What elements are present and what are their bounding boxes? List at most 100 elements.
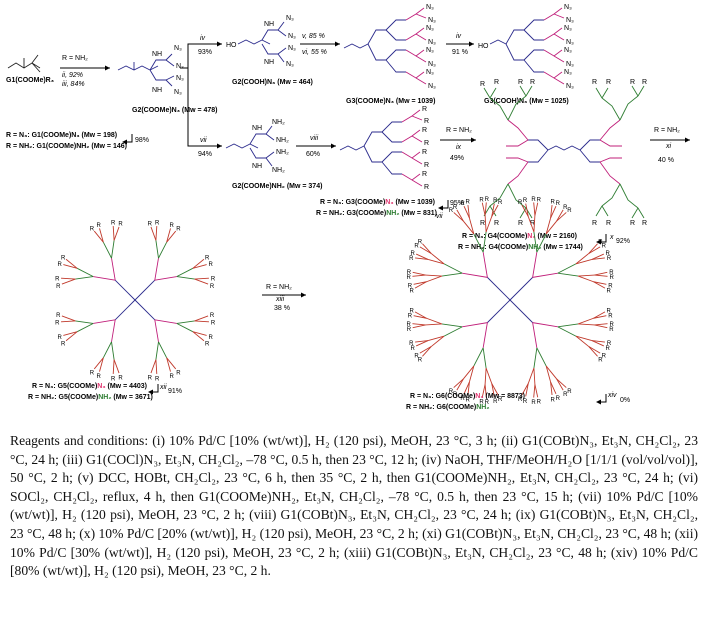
g6-r-atom-57: R bbox=[485, 400, 490, 406]
g5-bond-25 bbox=[111, 341, 115, 360]
g6-r-atom-46: R bbox=[518, 397, 523, 403]
g5-bond-62 bbox=[99, 228, 104, 243]
g6-bond-167 bbox=[575, 253, 590, 265]
g2-nh-atom: NH bbox=[152, 51, 162, 58]
g3c-n3-6: N₃ bbox=[566, 61, 574, 68]
g5-bond-0 bbox=[134, 299, 156, 321]
g5-bond-28 bbox=[112, 359, 115, 374]
g2n-nh-atom: NH bbox=[252, 125, 262, 132]
g3-n3-label: R = N₃: G3(COOMe)N₃ (Mw = 1039) bbox=[320, 199, 435, 206]
g3t-n3-8: N₃ bbox=[428, 83, 436, 90]
g3c-n3-3: N₃ bbox=[564, 25, 572, 32]
g3t-n3-7: N₃ bbox=[426, 69, 434, 76]
step1-r-label: R = NH₂ bbox=[62, 55, 88, 62]
g6-bond-66 bbox=[463, 365, 475, 380]
step-x-yield: 92% bbox=[616, 238, 630, 245]
g6-bond-50 bbox=[485, 367, 493, 384]
g5-bond-37 bbox=[65, 331, 78, 342]
g6-r-atom-86: R bbox=[407, 327, 412, 333]
g6-bond-172 bbox=[575, 259, 593, 265]
g2-n3-atom-2: N₃ bbox=[176, 63, 184, 70]
g5-r-atom-11: R bbox=[205, 342, 210, 348]
g5-bond-64 bbox=[111, 240, 115, 259]
g6-bond-56 bbox=[484, 384, 487, 398]
g6-bond-27 bbox=[556, 378, 567, 388]
g5-bond-49 bbox=[61, 278, 76, 285]
g6-bond-137 bbox=[491, 203, 495, 217]
g5-r-atom-68: R bbox=[118, 222, 123, 228]
step-viii-yield: 60% bbox=[306, 151, 320, 158]
g6-bond-74 bbox=[422, 346, 432, 357]
g4-r-3: R bbox=[518, 79, 523, 86]
g4-r-14: R bbox=[606, 220, 611, 227]
g3t-n3-1: N₃ bbox=[426, 4, 434, 11]
g5-r-atom-22: R bbox=[148, 375, 153, 381]
g5-bond-35 bbox=[93, 319, 116, 324]
g6-r-atom-106: R bbox=[407, 270, 412, 276]
g2n-nh2-2: NH₂ bbox=[276, 137, 289, 144]
g5-bond-7 bbox=[176, 323, 194, 333]
g6-bond-78 bbox=[427, 335, 445, 341]
g6-bond-69 bbox=[453, 378, 464, 388]
g4-r-13: R bbox=[592, 220, 597, 227]
g6-r-atom-59: R bbox=[479, 400, 484, 406]
g2-n3-label: G2(COOMe)N₃ (Mw = 478) bbox=[132, 107, 218, 114]
g5-r-atom-80: R bbox=[176, 226, 181, 232]
g6-bond-170 bbox=[588, 246, 601, 254]
step-vii2-yield: 95% bbox=[450, 200, 464, 207]
step-ix-label: ix bbox=[456, 144, 462, 151]
g6-bond-108 bbox=[427, 259, 445, 265]
g6-r-atom-21: R bbox=[602, 354, 607, 360]
g3-n3-top-structure: N₃ N₃ N₃ N₃ N₃ N₃ N₃ N₃ G3(COOMe)N₃ (Mw … bbox=[343, 4, 436, 105]
g3c-n3-8: N₃ bbox=[566, 83, 574, 90]
g6-bond-102 bbox=[425, 274, 442, 277]
g6-bond-81 bbox=[415, 340, 429, 343]
g6-r-atom-35: R bbox=[551, 397, 556, 403]
g6-r-atom-63: R bbox=[465, 397, 470, 403]
g6-r-atom-77: R bbox=[414, 354, 419, 360]
g6-r-atom-185: R bbox=[608, 284, 613, 290]
g3c-ho: HO bbox=[478, 43, 489, 50]
step-iv2-label: iv bbox=[456, 33, 462, 40]
g5-bond-16 bbox=[166, 357, 171, 372]
g3c-n3-4: N₃ bbox=[566, 39, 574, 46]
g6-bond-105 bbox=[412, 271, 426, 276]
g6-bond-103 bbox=[412, 274, 426, 277]
g6-bond-1 bbox=[532, 322, 558, 328]
g6-bond-163 bbox=[556, 212, 567, 222]
step-xiii-yield: 38 % bbox=[274, 305, 290, 312]
g5-bond-10 bbox=[192, 331, 205, 342]
g6-bond-178 bbox=[578, 274, 595, 277]
g6-r-atom-115: R bbox=[414, 243, 419, 249]
g6-r-atom-5: R bbox=[606, 308, 611, 314]
g5-bond-41 bbox=[75, 320, 94, 324]
g5-r-atom-84: R bbox=[205, 255, 210, 261]
g2n-nh-atom-2: NH bbox=[252, 163, 262, 170]
step-vii-yield: 94% bbox=[198, 151, 212, 158]
g6-r-atom-146: R bbox=[518, 200, 523, 206]
g5-bond-46 bbox=[114, 279, 136, 301]
g5-bond-79 bbox=[166, 230, 177, 243]
g6-bond-181 bbox=[594, 274, 608, 277]
g5-r-atom-63: R bbox=[96, 223, 101, 229]
g6-r-atom-39: R bbox=[537, 400, 542, 406]
g5-r-atom-15: R bbox=[176, 371, 181, 377]
g5-bond-21 bbox=[150, 359, 157, 374]
g4-n3-label: R = N₃: G4(COOMe)N₃ (Mw = 2160) bbox=[462, 233, 577, 240]
g5-bond-1 bbox=[154, 319, 177, 324]
g6-bond-31 bbox=[545, 365, 551, 383]
g5-bond-39 bbox=[63, 331, 78, 336]
g6-bond-6 bbox=[593, 315, 607, 319]
g5-r-atom-55: R bbox=[57, 262, 62, 268]
g6-r-atom-93: R bbox=[410, 308, 415, 314]
g2-nh2-label: G2(COOMe)NH₂ (Mw = 374) bbox=[232, 183, 322, 190]
g4-r-16: R bbox=[642, 220, 647, 227]
g6-bond-98 bbox=[414, 281, 427, 289]
g6-bond-100 bbox=[413, 281, 427, 285]
step-x-label: x bbox=[609, 234, 614, 241]
g5-bond-87 bbox=[176, 276, 195, 280]
g6-bond-142 bbox=[532, 252, 538, 278]
g5-bond-13 bbox=[158, 341, 168, 359]
g5-bond-44 bbox=[61, 315, 76, 322]
g2-n3-atom-3: N₃ bbox=[176, 75, 184, 82]
